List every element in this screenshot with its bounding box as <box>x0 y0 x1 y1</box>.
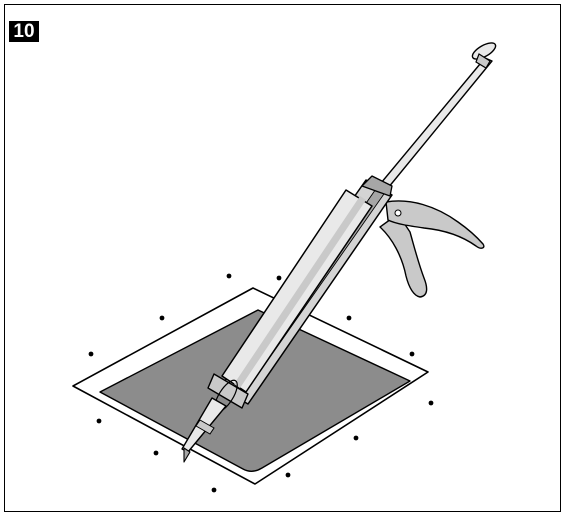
plunger-rod <box>380 57 493 189</box>
gun-rear-block <box>361 175 393 197</box>
rear-handle <box>385 200 485 249</box>
step-number-badge: 10 <box>9 21 39 42</box>
fixing-dots <box>88 273 434 493</box>
trigger-handle <box>379 213 428 298</box>
